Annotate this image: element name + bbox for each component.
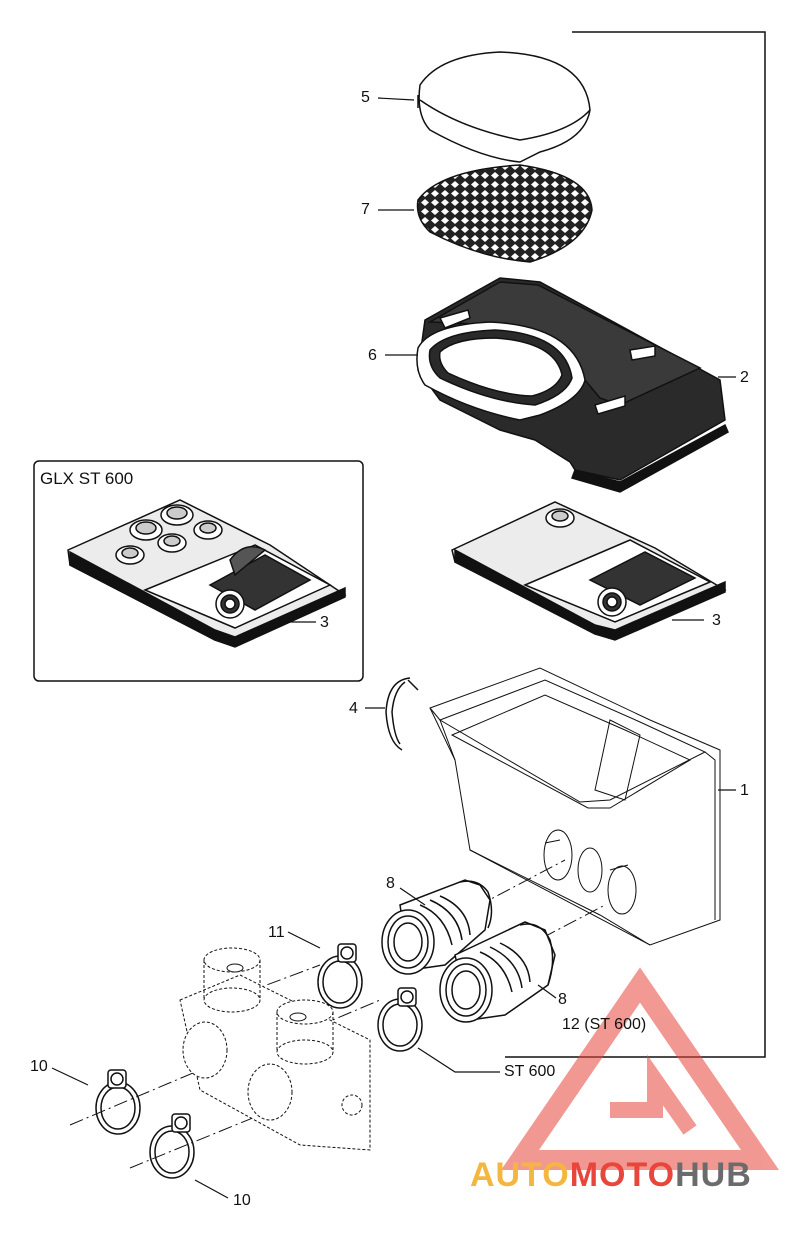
intake-boot-lower	[439, 921, 556, 1023]
callout-3-main: 3	[712, 612, 721, 629]
watermark-part-hub: HUB	[675, 1156, 752, 1194]
watermark-part-moto: MOTO	[569, 1156, 676, 1194]
airbox-body	[429, 667, 721, 946]
assembly-bracket-line	[505, 31, 766, 1058]
callout-1: 1	[740, 782, 749, 799]
leader-line-st600	[417, 1047, 500, 1073]
leader-line-8-bottom	[537, 984, 557, 999]
leader-line-11	[287, 931, 321, 949]
inset-box	[33, 460, 364, 682]
intake-boot-upper	[381, 879, 493, 975]
leader-line-10-bottom	[194, 1179, 229, 1199]
watermark-part-auto: AUTO	[470, 1156, 570, 1194]
callout-3-inset: 3	[320, 614, 329, 631]
leader-line-10-top	[51, 1067, 89, 1086]
hose-clamp-11b	[377, 987, 423, 1052]
leader-line-5	[377, 97, 415, 101]
callout-5: 5	[361, 89, 370, 106]
airbox-lid	[416, 277, 729, 493]
hose-clamp-10b	[149, 1113, 195, 1179]
callout-8-top: 8	[386, 875, 395, 892]
base-plate-inset	[67, 499, 347, 648]
callout-7: 7	[361, 201, 370, 218]
base-plate-main	[451, 501, 727, 641]
callout-11: 11	[268, 924, 285, 941]
carburetor-caps	[226, 963, 307, 1022]
callout-8-bottom: 8	[558, 991, 567, 1008]
callout-4: 4	[349, 700, 358, 717]
callout-10-bottom: 10	[233, 1192, 251, 1209]
carburetor-assembly	[179, 947, 371, 1151]
callout-st600: ST 600	[504, 1063, 556, 1080]
callout-2: 2	[740, 369, 749, 386]
watermark-logo-icon	[501, 967, 779, 1170]
watermark-text: AUTOMOTOHUB	[470, 1156, 752, 1195]
spring-clip	[385, 677, 419, 751]
hose-clamp-10a	[95, 1069, 141, 1135]
hose-clamp-11a	[317, 943, 363, 1009]
leader-line-8-top	[399, 887, 426, 906]
callout-6: 6	[368, 347, 377, 364]
mesh-screen	[416, 164, 593, 263]
callout-12: 12 (ST 600)	[562, 1016, 647, 1033]
foam-filter-pad	[417, 51, 591, 163]
inset-title: GLX ST 600	[40, 469, 134, 488]
callout-10-top: 10	[30, 1058, 48, 1075]
